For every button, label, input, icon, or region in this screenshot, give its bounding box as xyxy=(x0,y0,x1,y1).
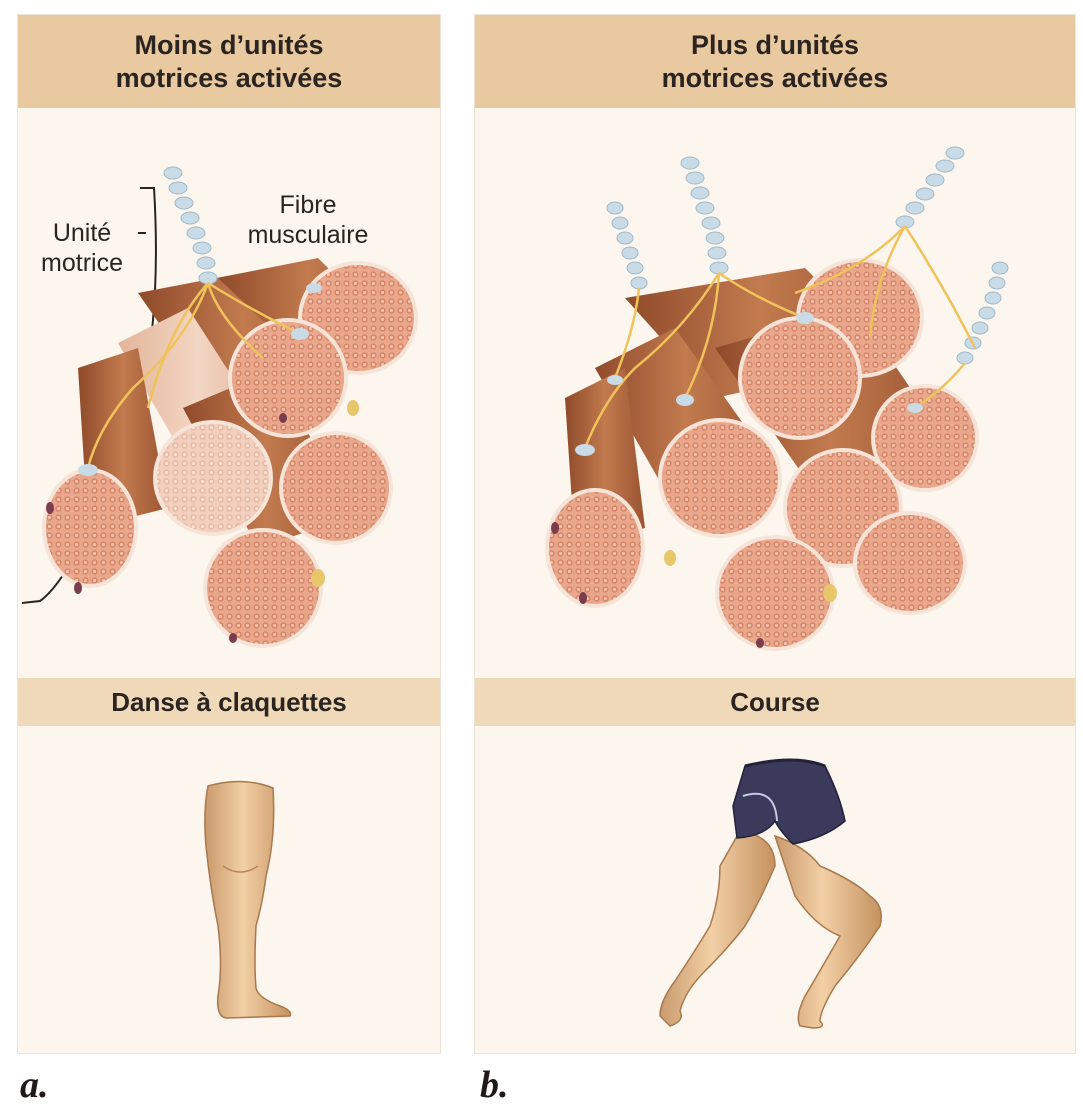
label-motor-unit-line-2: motrice xyxy=(41,249,123,277)
standing-leg-icon xyxy=(18,726,440,1053)
panel-b-activity-label: Course xyxy=(475,678,1075,726)
panel-more-motor-units: Plus d’unités motrices activées xyxy=(475,15,1075,1053)
panel-b-header-line-1: Plus d’unités xyxy=(662,29,889,62)
panel-b-legs-illustration xyxy=(475,726,1075,1053)
label-muscle-fiber: Fibre musculaire xyxy=(218,190,398,250)
label-muscle-fiber-line-1: Fibre xyxy=(280,191,337,219)
panel-b-muscle-illustration xyxy=(475,108,1075,678)
panel-b-header: Plus d’unités motrices activées xyxy=(475,15,1075,108)
panel-a-header-line-1: Moins d’unités xyxy=(116,29,343,62)
label-motor-unit-line-1: Unité xyxy=(53,219,111,247)
running-legs-icon xyxy=(475,726,1075,1053)
panel-a-letter: a. xyxy=(20,1063,49,1107)
muscle-fibers-many-units-illustration xyxy=(475,108,1075,678)
label-muscle-fiber-line-2: musculaire xyxy=(248,221,369,249)
panel-a-muscle-illustration: Unité motrice Fibre musculaire xyxy=(18,108,440,678)
panel-a-leg-illustration xyxy=(18,726,440,1053)
panel-a-header: Moins d’unités motrices activées xyxy=(18,15,440,108)
panel-b-letter: b. xyxy=(480,1063,509,1107)
panel-a-header-line-2: motrices activées xyxy=(116,62,343,95)
panel-fewer-motor-units: Moins d’unités motrices activées xyxy=(18,15,440,1053)
panel-a-activity-label: Danse à claquettes xyxy=(18,678,440,726)
label-motor-unit: Unité motrice xyxy=(22,218,142,278)
panel-b-header-line-2: motrices activées xyxy=(662,62,889,95)
